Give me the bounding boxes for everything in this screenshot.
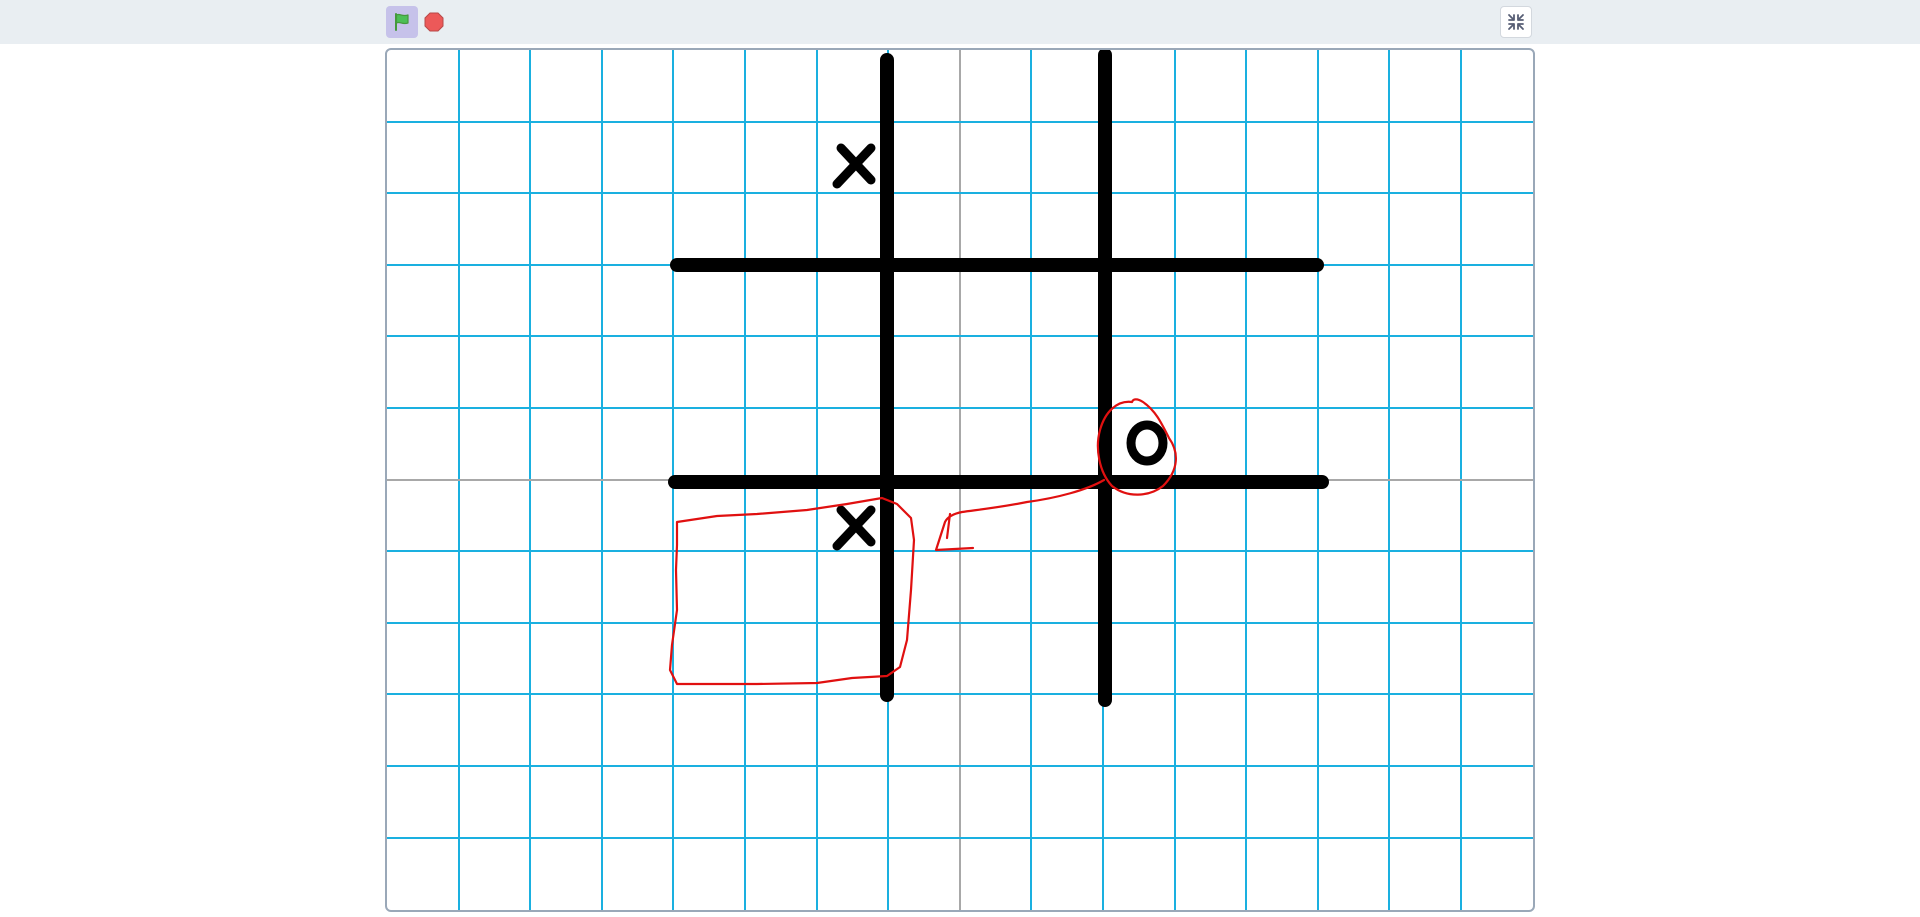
annotation-box (668, 496, 916, 686)
green-flag-button[interactable] (386, 6, 418, 38)
red-annotation (668, 398, 1177, 686)
annotation-circle (1096, 398, 1177, 496)
stage-toolbar (0, 0, 1920, 44)
stop-sign-icon (424, 12, 444, 32)
tic-tac-toe-board (668, 50, 1329, 707)
stop-button[interactable] (423, 11, 445, 33)
exit-fullscreen-icon (1508, 14, 1524, 30)
green-flag-icon (395, 13, 409, 31)
x-mark-top-left (832, 143, 876, 189)
game-stage[interactable] (385, 48, 1535, 912)
o-mark-middle-right (1126, 420, 1168, 466)
stage-canvas (387, 50, 1533, 910)
x-mark-bottom-left (832, 505, 876, 551)
annotation-arrow (934, 478, 1106, 552)
exit-fullscreen-button[interactable] (1500, 6, 1532, 38)
